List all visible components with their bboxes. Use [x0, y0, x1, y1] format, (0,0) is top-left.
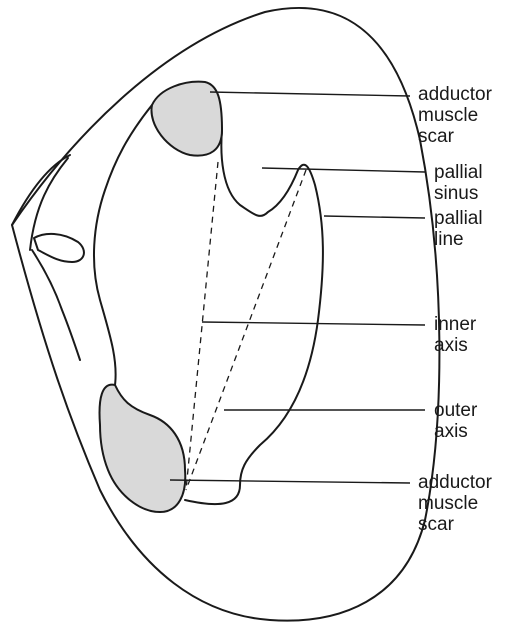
label-pallial-sinus: pallial sinus	[434, 162, 488, 204]
leader-adductor-top	[210, 92, 410, 96]
shell-outline	[12, 8, 439, 621]
adductor-scar-bottom	[100, 385, 186, 512]
outer-axis-line	[186, 170, 306, 490]
leader-inner-axis	[202, 322, 425, 325]
adductor-scar-top	[151, 82, 222, 156]
label-inner-axis: inner axis	[434, 314, 482, 356]
inner-axis-line	[186, 162, 218, 490]
leader-pallial-sinus	[262, 168, 425, 172]
label-pallial-line: pallial line	[434, 208, 488, 250]
label-adductor-top: adductor muscle scar	[418, 84, 497, 147]
hinge-tooth	[34, 234, 84, 262]
label-adductor-bottom: adductor muscle scar	[418, 472, 497, 535]
leader-adductor-bottom	[170, 480, 410, 483]
pallial-sinus-path	[185, 130, 323, 504]
leader-pallial-line	[324, 216, 425, 218]
label-outer-axis: outer axis	[434, 400, 483, 442]
hinge-lower-line	[32, 250, 80, 360]
pallial-line-path	[94, 105, 152, 425]
